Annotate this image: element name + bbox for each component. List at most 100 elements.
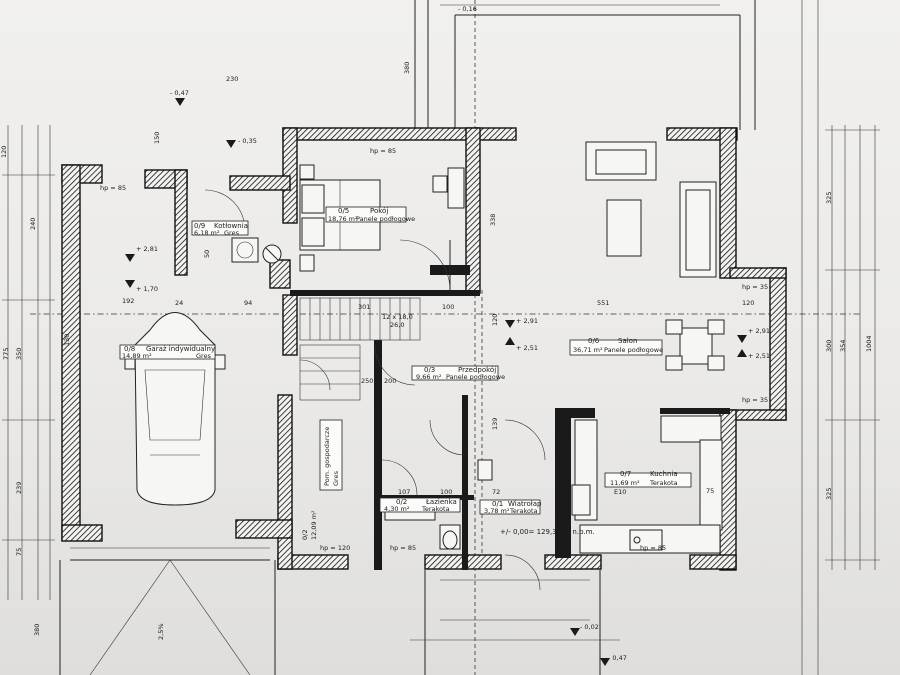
room-label-gospodarcze bbox=[319, 419, 343, 491]
room-kotlownia-floor: Gres bbox=[224, 229, 239, 237]
level-markers bbox=[125, 98, 747, 666]
dim-100b: 100 bbox=[440, 488, 453, 496]
room-salon-name: Salon bbox=[618, 337, 638, 345]
room-kuchnia-name: Kuchnia bbox=[650, 470, 678, 478]
level-251: + 2,51 bbox=[516, 344, 538, 352]
hp-salon-bottom: hp = 35 bbox=[742, 396, 769, 404]
level-047-bottom: - 0,47 bbox=[608, 654, 627, 662]
level-291b: + 2,91 bbox=[748, 327, 770, 335]
terrace-outline bbox=[414, 0, 819, 675]
kitchen-e10: E10 bbox=[614, 488, 627, 496]
room-lazienka-floor: Terakota bbox=[422, 505, 450, 513]
room-pokoj-code: 0/5 bbox=[338, 207, 350, 215]
room-salon-code: 0/6 bbox=[588, 337, 600, 345]
room-lazienka-name: Łazienka bbox=[426, 498, 457, 506]
room-przedpokoj-code: 0/3 bbox=[424, 366, 436, 374]
dim-250: 250 bbox=[361, 377, 374, 385]
room-garaz-area: 14,89 m² bbox=[122, 352, 152, 360]
dim-72: 72 bbox=[492, 488, 501, 496]
room-garaz-floor: Gres bbox=[196, 352, 211, 360]
room-gospodarcze-code: 0/2 bbox=[301, 529, 309, 540]
dim-192: 192 bbox=[122, 297, 135, 305]
room-przedpokoj-area: 9,66 m² bbox=[416, 373, 442, 381]
room-salon-floor: Panele podłogowe bbox=[604, 346, 664, 354]
dim-338: 338 bbox=[489, 213, 497, 226]
room-garaz-name: Garaż indywidualny bbox=[146, 345, 216, 353]
room-gospodarcze-floor: Gres bbox=[332, 471, 340, 486]
stairs-label: 12 x 18,0 bbox=[382, 313, 413, 321]
dim-left-775: 775 bbox=[2, 347, 10, 360]
level-016: - 0,16 bbox=[458, 5, 477, 13]
level-281: + 2,81 bbox=[136, 245, 158, 253]
room-salon-area: 36,71 m² bbox=[573, 346, 603, 354]
staircase bbox=[299, 297, 421, 401]
level-170: + 1,70 bbox=[136, 285, 158, 293]
dim-left-350: 350 bbox=[15, 347, 23, 360]
room-lazienka-area: 4,30 m² bbox=[384, 505, 410, 513]
room-wiatrolap-floor: Terakota bbox=[510, 507, 538, 515]
dining-table-symbol bbox=[665, 319, 725, 371]
hp-lazienka: hp = 85 bbox=[390, 544, 417, 552]
exterior-walls bbox=[61, 127, 787, 571]
room-kotlownia-area: 6,18 m² bbox=[194, 229, 220, 237]
room-label-pokoj bbox=[325, 206, 407, 223]
room-label-garaz bbox=[119, 344, 216, 360]
desk-symbol bbox=[432, 167, 465, 209]
dim-301: 301 bbox=[358, 303, 371, 311]
dim-left-120: 120 bbox=[0, 145, 8, 158]
room-wiatrolap-name: Wiatrołap bbox=[508, 500, 542, 508]
level-291: + 2,91 bbox=[516, 317, 538, 325]
dim-120: 120 bbox=[742, 299, 755, 307]
dim-right-325b: 325 bbox=[825, 487, 833, 500]
dim-551: 551 bbox=[597, 299, 610, 307]
entrance-steps bbox=[410, 570, 620, 675]
dim-107: 107 bbox=[398, 488, 411, 496]
level-035: - 0,35 bbox=[238, 137, 257, 145]
interior-walls bbox=[290, 265, 730, 570]
room-kuchnia-code: 0/7 bbox=[620, 470, 632, 478]
room-label-przedpokoj bbox=[411, 365, 499, 381]
boiler-symbol bbox=[231, 237, 282, 264]
dim-380-top: 380 bbox=[403, 61, 411, 74]
room-kuchnia-area: 11,69 m² bbox=[610, 479, 640, 487]
dim-left-75: 75 bbox=[15, 547, 23, 556]
dim-130: 130 bbox=[63, 333, 71, 346]
kitchen-counters bbox=[571, 415, 723, 554]
room-label-salon bbox=[569, 339, 663, 356]
dim-150: 150 bbox=[153, 131, 161, 144]
dim-right-300: 300 bbox=[825, 339, 833, 352]
dim-right-354: 354 bbox=[839, 339, 847, 352]
room-pokoj-name: Pokój bbox=[370, 207, 389, 215]
hp-salon-top: hp = 35 bbox=[742, 283, 769, 291]
room-label-kuchnia bbox=[604, 472, 692, 488]
dim-right-325: 325 bbox=[825, 191, 833, 204]
dim-230: 230 bbox=[226, 75, 239, 83]
room-wiatrolap-area: 3,78 m² bbox=[484, 507, 510, 515]
dim-120b: 120 bbox=[491, 313, 499, 326]
room-gospodarcze-area: 12,09 m² bbox=[310, 510, 318, 540]
room-pokoj-floor: Panele podłogowe bbox=[356, 215, 416, 223]
room-lazienka-code: 0/2 bbox=[396, 498, 408, 506]
room-kuchnia-floor: Terakota bbox=[650, 479, 678, 487]
room-label-lazienka bbox=[379, 497, 461, 513]
dim-100: 100 bbox=[442, 303, 455, 311]
room-kotlownia-code: 0/9 bbox=[194, 222, 206, 230]
dim-left-240: 240 bbox=[29, 217, 37, 230]
dim-94: 94 bbox=[244, 299, 253, 307]
stairs-sub: 26,0 bbox=[390, 321, 405, 329]
dim-200: 200 bbox=[384, 377, 397, 385]
right-dimension-chains bbox=[825, 125, 880, 570]
level-zero: +/- 0,00= 129,35 m n.p.m. bbox=[500, 528, 595, 536]
room-garaz-code: 0/8 bbox=[124, 345, 136, 353]
left-dimension-chains bbox=[2, 125, 55, 600]
dim-75-kitchen: 75 bbox=[706, 487, 715, 495]
hp-kuchnia: hp = 85 bbox=[640, 544, 667, 552]
dim-left-239: 239 bbox=[15, 481, 23, 494]
sofa-symbol bbox=[585, 141, 717, 278]
room-przedpokoj-floor: Panele podłogowe bbox=[446, 373, 506, 381]
dim-left-380: 380 bbox=[33, 623, 41, 636]
room-label-kotlownia bbox=[191, 220, 249, 236]
hp-garage: hp = 85 bbox=[100, 184, 127, 192]
